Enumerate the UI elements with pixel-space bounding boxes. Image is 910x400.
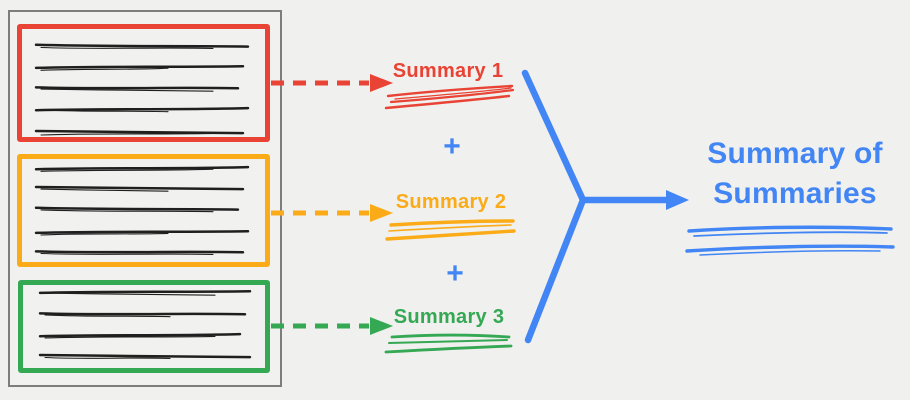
- plus-operator-1: +: [443, 130, 461, 163]
- summary-2-label: Summary 2: [395, 191, 507, 213]
- summary-1-label: Summary 1: [392, 60, 504, 82]
- summary-2-underline-scribble: [385, 219, 516, 241]
- summary-1-arrow: [271, 74, 393, 92]
- summary-3-label: Summary 3: [393, 306, 505, 328]
- document-section-1: [17, 24, 270, 142]
- result-title-line2: Summaries: [713, 177, 877, 210]
- summary-2-arrow: [271, 204, 393, 222]
- result-title: Summary of Summaries: [707, 134, 882, 214]
- summary-1-underline-scribble: [384, 84, 515, 110]
- document-section-2: [17, 154, 270, 267]
- result-title-line1: Summary of: [707, 137, 883, 170]
- result-underline-scribble: [685, 225, 895, 256]
- summary-3-arrow: [271, 317, 393, 335]
- plus-operator-2: +: [446, 257, 464, 290]
- source-document: [8, 10, 282, 387]
- document-section-3: [18, 280, 270, 373]
- merge-arrow: [521, 69, 689, 344]
- summary-3-underline-scribble: [384, 333, 513, 354]
